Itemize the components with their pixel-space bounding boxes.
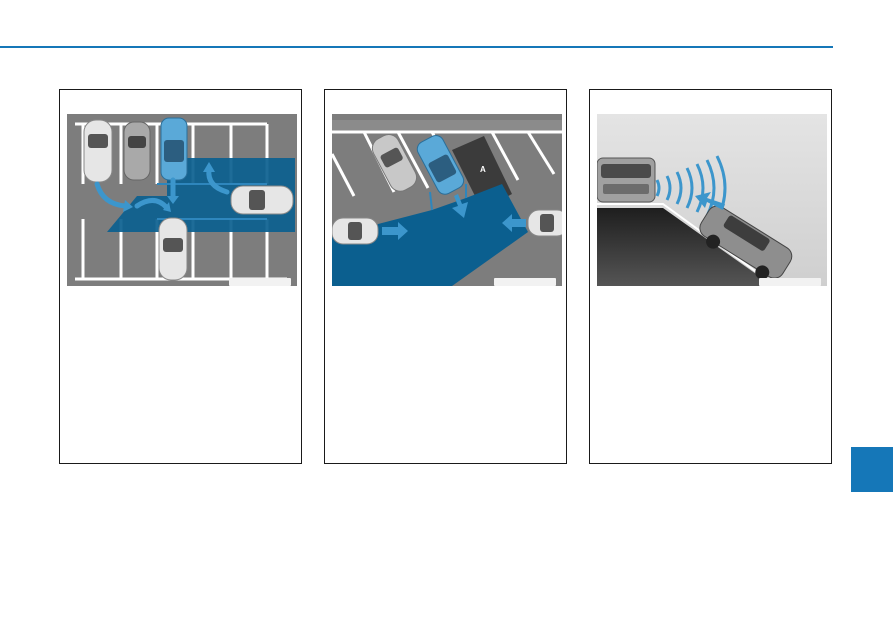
ramp-ground <box>597 208 773 286</box>
car-highlighted-reversing <box>160 117 188 181</box>
chapter-tab[interactable] <box>851 447 893 492</box>
approach-arrow <box>695 192 725 210</box>
car-bottom-center <box>158 217 188 281</box>
illustration-panel-angled-parking: A <box>324 89 567 464</box>
illustration-panel-slope <box>589 89 832 464</box>
curb <box>332 120 562 132</box>
angled-parking-svg: A <box>332 114 562 286</box>
movement-arrows <box>94 167 230 211</box>
car-top-left <box>83 119 113 183</box>
figure-code <box>759 278 821 286</box>
slope-illustration <box>597 114 827 286</box>
arrow-heads <box>123 162 215 212</box>
car-highlighted-exiting <box>416 135 465 195</box>
parking-lot-svg <box>67 114 297 286</box>
zone-edge-lines <box>429 184 467 211</box>
car-approaching-right <box>527 209 562 237</box>
slope-svg <box>597 114 827 286</box>
figure-code <box>229 278 291 286</box>
ramp-edge <box>597 203 774 285</box>
parking-lot-illustration <box>67 114 297 286</box>
car-parked-left <box>371 134 418 192</box>
car-ascending-ramp <box>699 205 793 280</box>
movement-arrows <box>382 194 526 240</box>
illustration-panel-parking-lot <box>59 89 302 464</box>
detection-zone <box>332 184 528 286</box>
zone-a-label: A <box>480 165 486 174</box>
angled-parking-illustration: A <box>332 114 562 286</box>
figure-code <box>494 278 556 286</box>
header-rule <box>0 46 833 48</box>
car-right <box>230 185 294 215</box>
car-parked-2 <box>123 121 151 181</box>
car-on-top-level <box>597 157 656 203</box>
car-approaching-left <box>332 217 379 245</box>
